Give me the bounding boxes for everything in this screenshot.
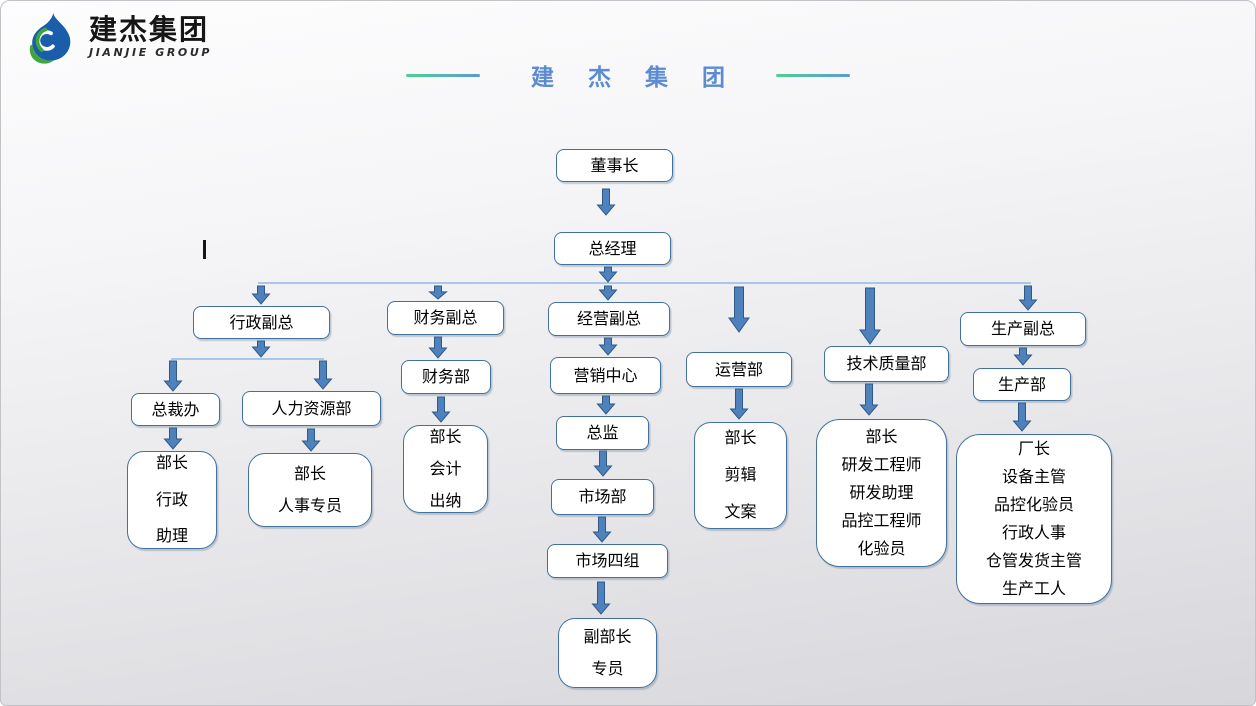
arrow-rail-to-operations-dept [728,286,750,333]
org-node-chairman[interactable]: 董事长 [556,149,673,182]
org-node-operations-staff[interactable]: 部长 剪辑 文案 [694,422,787,529]
arrow-hr-dept-to-staff [301,428,321,452]
org-node-production-vp[interactable]: 生产副总 [960,312,1086,346]
org-node-business-vp[interactable]: 经营副总 [548,302,670,336]
arrow-finance-vp-to-dept [428,336,448,359]
org-node-hr-staff[interactable]: 部长 人事专员 [248,453,372,527]
arrow-tech-dept-to-staff [859,383,879,416]
arrow-business-vp-to-marketing [598,337,618,356]
arrow-operations-dept-to-staff [729,388,749,420]
org-node-president-office[interactable]: 总裁办 [131,393,220,426]
logo-brand-en: JIANJIE GROUP [89,46,213,60]
logo-brand-cn: 建杰集团 [89,12,210,46]
org-node-finance-dept[interactable]: 财务部 [401,360,491,394]
arrow-rail-to-production-vp [1018,285,1038,311]
arrow-gm-to-rail [598,266,618,283]
logo-drop-icon [29,10,71,64]
org-node-market-staff[interactable]: 副部长 专员 [558,618,657,688]
arrow-rail-to-admin-vp [251,285,271,305]
company-logo: 建杰集团 JIANJIE GROUP [23,9,212,65]
org-node-marketing-center[interactable]: 营销中心 [550,357,661,394]
arrow-production-dept-to-staff [1012,402,1032,432]
org-node-market-dept[interactable]: 市场部 [551,479,654,515]
arrow-production-vp-to-dept [1013,347,1033,366]
arrow-marketing-to-director [596,395,616,415]
page-title: 建 杰 集 团 [530,65,739,91]
arrow-director-to-market-dept [593,450,613,477]
logo-text: 建杰集团 JIANJIE GROUP [89,12,213,60]
org-node-director[interactable]: 总监 [556,416,649,450]
org-node-finance-staff[interactable]: 部长 会计 出纳 [403,425,488,513]
arrow-finance-dept-to-staff [431,396,451,423]
title-divider-line-left [405,73,480,77]
org-node-operations-dept[interactable]: 运营部 [686,352,792,387]
arrow-chairman-to-gm [596,188,616,216]
org-node-admin-vp[interactable]: 行政副总 [193,306,330,339]
org-node-tech-quality-dept[interactable]: 技术质量部 [824,346,949,382]
title-divider-line-right [776,73,851,77]
arrow-market-dept-to-group4 [592,516,612,543]
org-node-tech-staff[interactable]: 部长 研发工程师 研发助理 品控工程师 化验员 [816,419,947,567]
org-node-admin-office-staff[interactable]: 部长 行政 助理 [127,451,217,549]
org-node-hr-dept[interactable]: 人力资源部 [242,391,381,426]
org-node-finance-vp[interactable]: 财务副总 [387,301,504,335]
org-node-factory-staff[interactable]: 厂长 设备主管 品控化验员 行政人事 仓管发货主管 生产工人 [956,434,1112,604]
arrow-admin-vp-to-rail [251,340,271,358]
arrow-rail-to-finance-vp [428,285,448,300]
slide-header: 建 杰 集 团 [1,61,1255,91]
text-cursor [203,240,206,259]
arrow-group4-to-staff [591,581,611,615]
arrow-rail-to-hr-dept [313,360,333,390]
arrow-rail-to-president-office [163,360,183,392]
arrow-rail-to-tech-quality-dept [859,287,881,345]
org-node-general-manager[interactable]: 总经理 [554,232,671,265]
org-node-production-dept[interactable]: 生产部 [973,368,1071,401]
arrow-rail-to-business-vp [598,285,618,301]
org-node-market-group4[interactable]: 市场四组 [547,544,668,578]
